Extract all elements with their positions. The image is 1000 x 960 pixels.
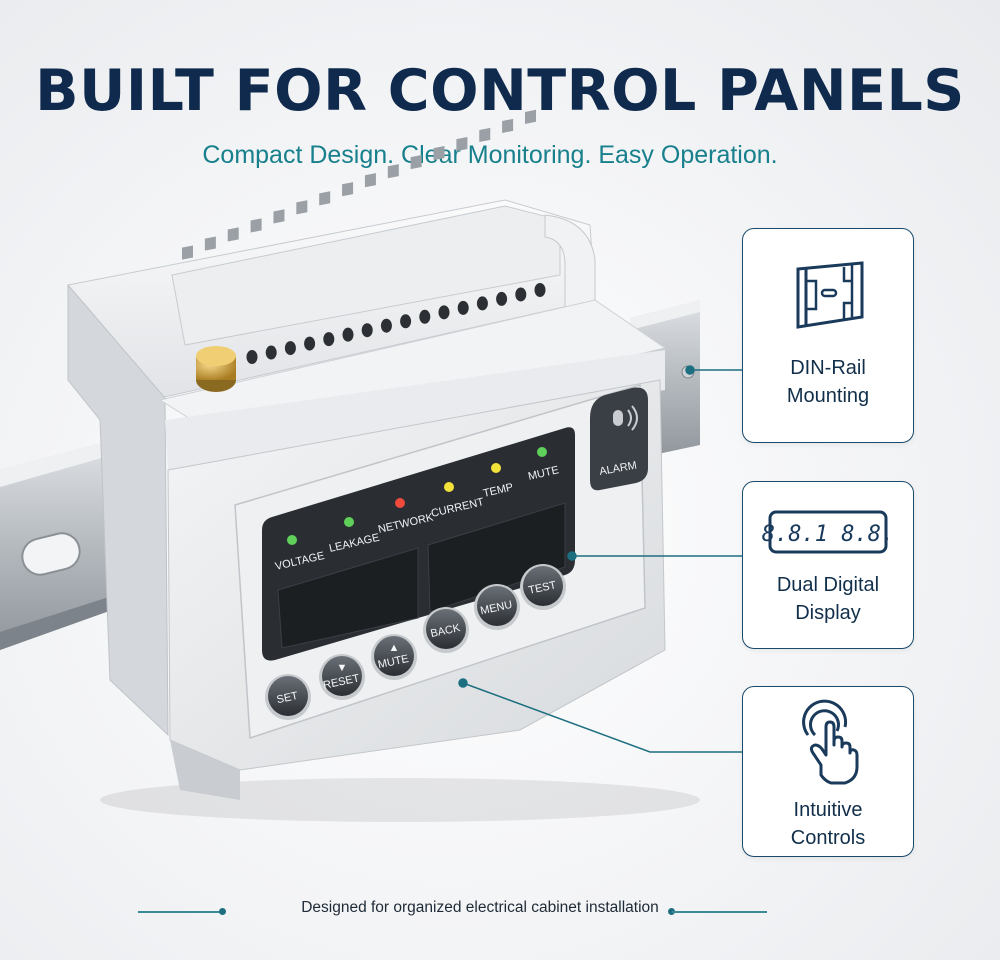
terminal-slot bbox=[296, 200, 308, 215]
terminal-hole bbox=[476, 296, 488, 311]
button-cap bbox=[322, 656, 362, 696]
terminal-hole bbox=[246, 350, 258, 364]
terminal-hole bbox=[400, 314, 412, 329]
mute-button[interactable]: ▲MUTE bbox=[371, 634, 417, 680]
footer-dot-left bbox=[219, 908, 226, 915]
status-led bbox=[395, 498, 405, 508]
terminal-hole bbox=[265, 345, 277, 360]
menu-button[interactable]: MENU bbox=[474, 584, 520, 630]
terminal-slot bbox=[479, 127, 491, 143]
terminal-hole bbox=[380, 318, 392, 333]
svg-text:8.8.1 8.8.: 8.8.1 8.8. bbox=[762, 522, 894, 547]
terminal-slot bbox=[227, 227, 239, 242]
terminal-hole bbox=[361, 323, 373, 338]
test-button[interactable]: TEST bbox=[520, 564, 566, 610]
terminal-hole bbox=[496, 291, 508, 306]
terminal-slot bbox=[342, 182, 354, 197]
button-cap bbox=[268, 676, 308, 716]
status-led bbox=[287, 535, 297, 545]
footer-line-left bbox=[138, 911, 223, 913]
subheadline: Compact Design. Clear Monitoring. Easy O… bbox=[202, 141, 778, 169]
din-rail-icon bbox=[786, 259, 870, 342]
callout-connectors bbox=[458, 365, 742, 753]
back-button[interactable]: BACK bbox=[423, 607, 469, 653]
terminal-slot bbox=[410, 155, 422, 170]
display-window-right bbox=[427, 502, 566, 613]
terminal-holes bbox=[182, 109, 546, 364]
terminal-slot bbox=[364, 173, 376, 188]
rail-slot bbox=[21, 532, 81, 576]
terminal-slot bbox=[433, 145, 445, 161]
terminal-slot bbox=[387, 164, 399, 179]
terminal-slot bbox=[182, 245, 193, 260]
callout-intuitive-controls: Intuitive Controls bbox=[742, 686, 914, 857]
terminal-slot bbox=[250, 218, 262, 233]
alarm-module: ALARM bbox=[590, 387, 648, 491]
terminal-hole bbox=[419, 309, 431, 324]
button-cap bbox=[426, 609, 466, 649]
arrow-down-icon: ▼ bbox=[337, 662, 348, 674]
terminal-hole bbox=[438, 305, 450, 320]
callout-din-rail: DIN-Rail Mounting bbox=[742, 228, 914, 443]
button-cap bbox=[374, 636, 414, 676]
terminal-hole bbox=[323, 332, 335, 347]
callout-label: DIN-Rail Mounting bbox=[786, 357, 870, 407]
terminal-slot bbox=[273, 209, 285, 224]
button-cap bbox=[523, 566, 563, 606]
footer-line-right bbox=[672, 911, 767, 913]
reset-button[interactable]: ▼RESET bbox=[319, 654, 365, 700]
terminal-slot bbox=[319, 191, 331, 206]
callout-label: Intuitive Controls bbox=[790, 799, 866, 849]
status-led bbox=[444, 482, 454, 492]
terminal-slot bbox=[456, 136, 468, 152]
device-body: ALARM VOLTAGELEAKAGENETWORKCURRENTTEMPMU… bbox=[67, 109, 667, 800]
button-label: SET bbox=[276, 690, 300, 706]
terminal-hole bbox=[342, 327, 354, 342]
terminal-hole bbox=[304, 336, 316, 351]
terminal-hole bbox=[284, 341, 296, 356]
terminal-hole bbox=[534, 283, 546, 297]
button-label: TEST bbox=[527, 579, 557, 597]
terminal-slot bbox=[525, 109, 536, 124]
button-cap bbox=[477, 586, 517, 626]
display-window-left bbox=[277, 547, 419, 649]
terminal-slot bbox=[204, 236, 216, 251]
callout-label: Dual Digital Display bbox=[776, 574, 880, 624]
footer-dot-right bbox=[668, 908, 675, 915]
device-shadow bbox=[100, 778, 700, 822]
callout-dual-display: 8.8.1 8.8. Dual Digital Display bbox=[742, 481, 914, 649]
terminal-hole bbox=[515, 287, 527, 302]
headline: BUILT FOR CONTROL PANELS bbox=[35, 58, 965, 124]
touch-hand-icon bbox=[793, 699, 863, 790]
arrow-up-icon: ▲ bbox=[389, 642, 400, 654]
terminal-slot bbox=[502, 118, 514, 133]
status-led bbox=[344, 517, 354, 527]
status-led bbox=[537, 447, 547, 457]
footer-note: Designed for organized electrical cabine… bbox=[301, 899, 659, 916]
terminal-hole bbox=[457, 300, 469, 315]
product-illustration: ALARM VOLTAGELEAKAGENETWORKCURRENTTEMPMU… bbox=[0, 109, 742, 822]
set-button[interactable]: SET bbox=[265, 674, 311, 720]
speaker-icon bbox=[613, 405, 638, 431]
status-led bbox=[491, 463, 501, 473]
antenna-connector bbox=[196, 346, 236, 392]
digital-display-icon: 8.8.1 8.8. bbox=[762, 510, 894, 559]
